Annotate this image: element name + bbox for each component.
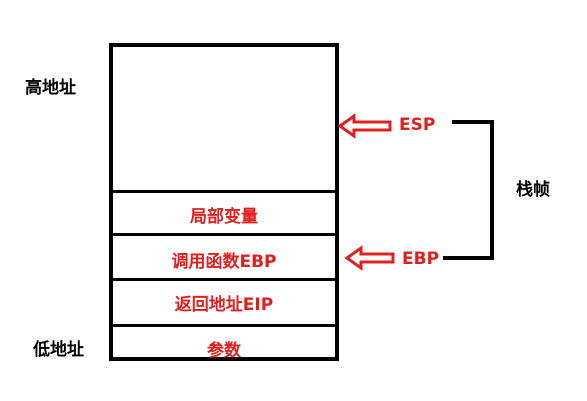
esp-arrow-icon <box>337 113 392 139</box>
divider-2 <box>113 233 335 236</box>
divider-3 <box>113 278 335 281</box>
local-variables-cell: 局部变量 <box>190 207 258 227</box>
divider-4 <box>113 324 335 327</box>
ebp-arrow-icon <box>344 245 395 271</box>
esp-label: ESP <box>399 115 436 135</box>
bracket-bottom <box>443 256 494 260</box>
args-cell: 参数 <box>207 341 241 361</box>
stack-box: 局部变量 调用函数EBP 返回地址EIP 参数 <box>109 43 339 361</box>
low-address-label: 低地址 <box>33 340 84 360</box>
return-eip-cell: 返回地址EIP <box>174 295 274 315</box>
divider-1 <box>113 190 335 193</box>
high-address-label: 高地址 <box>25 78 76 98</box>
saved-ebp-cell: 调用函数EBP <box>171 252 277 272</box>
ebp-label: EBP <box>402 249 440 269</box>
stack-frame-label: 栈帧 <box>516 180 550 200</box>
bracket-top <box>452 120 494 124</box>
bracket-vertical <box>490 120 494 260</box>
